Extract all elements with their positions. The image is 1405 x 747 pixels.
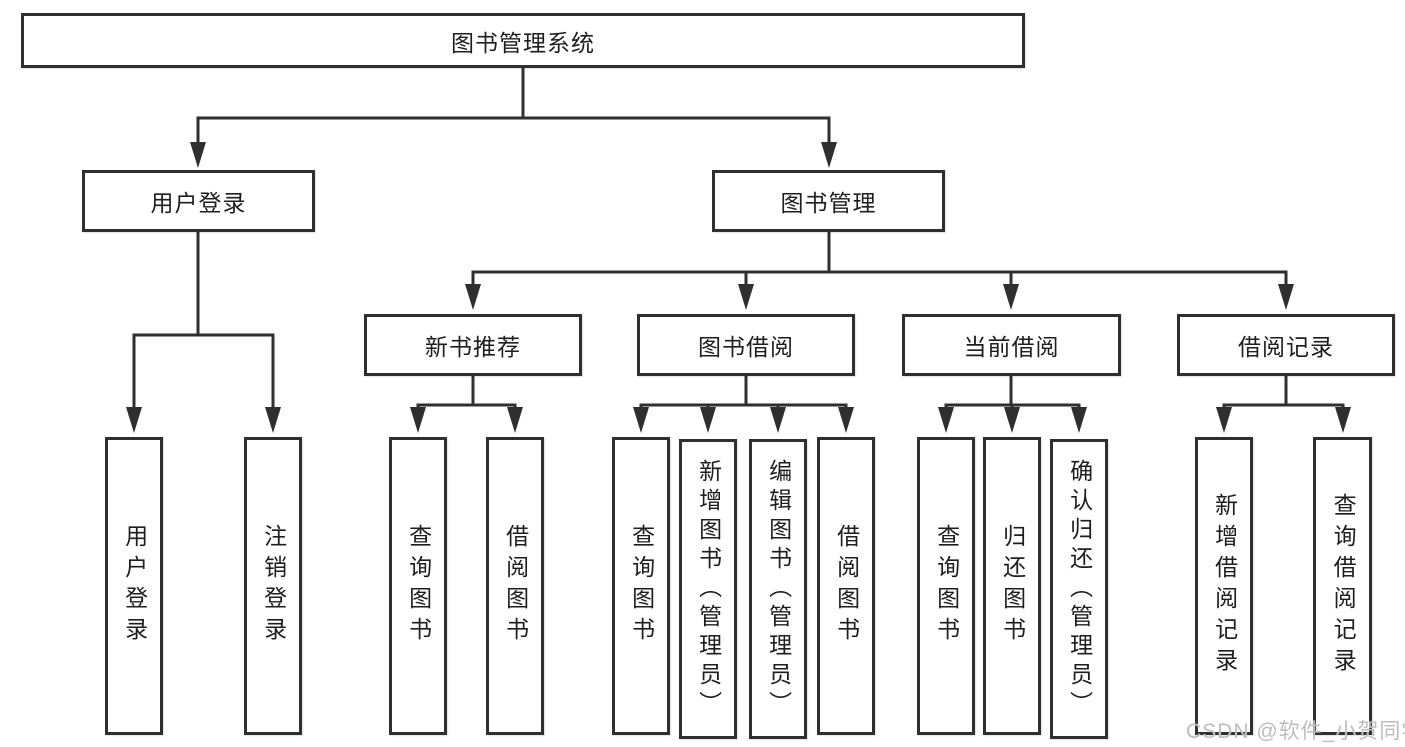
leaf-add-borrow-record: 新增借阅记录 — [1195, 437, 1253, 735]
connector-borrowing-records-children — [1222, 374, 1345, 412]
connector-book-management-children — [471, 230, 1288, 290]
node-book-management-label: 图书管理 — [780, 190, 877, 216]
leaf-add-borrow-record-label: 新增借阅记录 — [1211, 493, 1238, 679]
leaf-query-books-current: 查询图书 — [917, 437, 975, 735]
leaf-query-books-borrowing-label: 查询图书 — [628, 524, 655, 648]
leaf-confirm-return-admin: 确认归还（管理员） — [1050, 439, 1108, 739]
leaf-return-books: 归还图书 — [983, 437, 1041, 735]
connector-book-borrowing-children — [639, 374, 848, 412]
leaf-confirm-return-admin-label: 确认归还（管理员） — [1066, 458, 1093, 720]
node-borrowing-records-label: 借阅记录 — [1238, 334, 1334, 360]
leaf-query-books-recommend: 查询图书 — [389, 437, 447, 735]
connector-new-book-children — [416, 374, 517, 412]
csdn-watermark: CSDN @软件_小贺同学 — [1186, 720, 1405, 743]
leaf-query-borrow-record: 查询借阅记录 — [1313, 437, 1372, 735]
node-root-label: 图书管理系统 — [451, 29, 595, 56]
node-current-borrowing: 当前借阅 — [902, 314, 1121, 376]
leaf-borrow-books-recommend: 借阅图书 — [486, 437, 544, 735]
leaf-user-login-label: 用户登录 — [121, 524, 148, 648]
node-new-book-recommend-label: 新书推荐 — [425, 334, 521, 360]
leaf-borrow-books-borrowing-label: 借阅图书 — [833, 524, 860, 648]
leaf-query-borrow-record-label: 查询借阅记录 — [1330, 493, 1357, 679]
leaf-add-books-admin-label: 新增图书（管理员） — [695, 458, 722, 720]
node-book-borrowing-label: 图书借阅 — [698, 334, 794, 360]
leaf-query-books-recommend-label: 查询图书 — [405, 524, 432, 648]
leaf-user-login: 用户登录 — [105, 437, 163, 735]
leaf-edit-books-admin: 编辑图书（管理员） — [749, 439, 807, 739]
connector-user-login-children — [132, 230, 275, 412]
leaf-query-books-borrowing: 查询图书 — [612, 437, 670, 735]
leaf-add-books-admin: 新增图书（管理员） — [679, 439, 737, 739]
node-current-borrowing-label: 当前借阅 — [963, 334, 1060, 360]
node-user-login-label: 用户登录 — [150, 190, 247, 216]
leaf-query-books-current-label: 查询图书 — [933, 524, 960, 648]
node-borrowing-records: 借阅记录 — [1177, 314, 1395, 376]
node-book-management: 图书管理 — [712, 170, 945, 232]
leaf-logout: 注销登录 — [244, 437, 302, 735]
node-book-borrowing: 图书借阅 — [637, 314, 855, 376]
node-root: 图书管理系统 — [21, 13, 1025, 68]
leaf-borrow-books-recommend-label: 借阅图书 — [502, 524, 529, 648]
leaf-borrow-books-borrowing: 借阅图书 — [817, 437, 875, 735]
leaf-logout-label: 注销登录 — [260, 524, 287, 648]
connector-current-borrowing-children — [944, 374, 1081, 412]
leaf-edit-books-admin-label: 编辑图书（管理员） — [765, 458, 792, 720]
node-new-book-recommend: 新书推荐 — [364, 314, 582, 376]
leaf-return-books-label: 归还图书 — [999, 524, 1026, 648]
node-user-login: 用户登录 — [82, 170, 315, 232]
connector-root-to-level2 — [196, 66, 831, 148]
